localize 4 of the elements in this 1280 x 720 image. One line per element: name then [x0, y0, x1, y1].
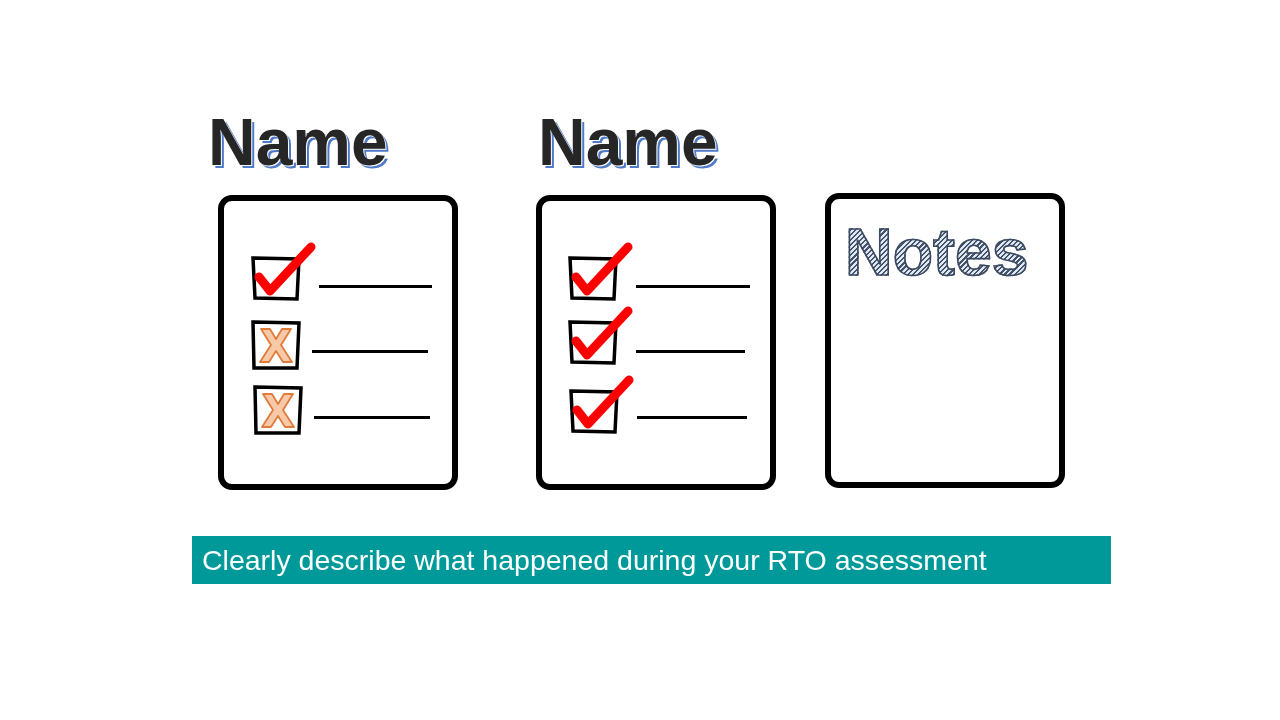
notes-card: [825, 193, 1065, 488]
name-heading: Name: [208, 109, 388, 175]
caption-bar: Clearly describe what happened during your RTO assessment: [192, 536, 1111, 584]
name-heading: Name: [538, 109, 718, 175]
